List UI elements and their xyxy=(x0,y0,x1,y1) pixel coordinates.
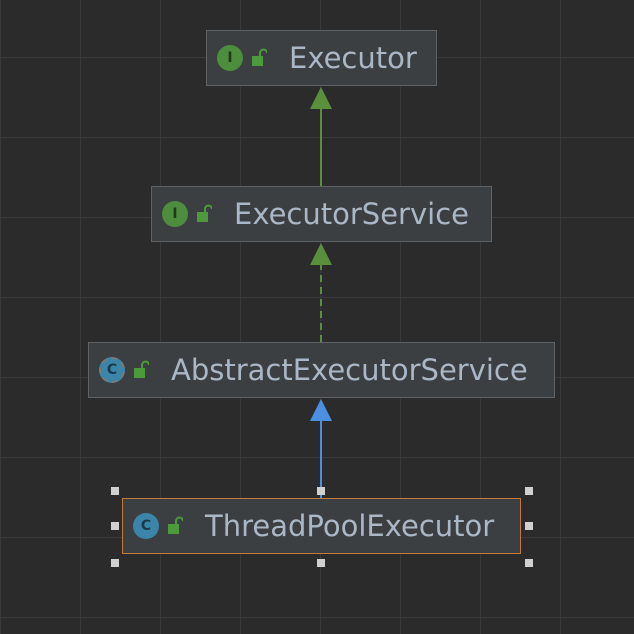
resize-handle-bottom-center[interactable] xyxy=(317,559,325,567)
class-icon: C xyxy=(133,513,159,539)
resize-handle-bottom-right[interactable] xyxy=(525,559,533,567)
node-label: ThreadPoolExecutor xyxy=(205,509,495,543)
arrowhead-abstractexecutorservice xyxy=(310,399,332,421)
node-label: Executor xyxy=(289,41,417,75)
node-executor[interactable]: I Executor xyxy=(206,30,437,86)
interface-icon: I xyxy=(217,45,243,71)
arrowhead-executor xyxy=(310,87,332,109)
public-lock-icon xyxy=(252,48,267,66)
public-lock-icon xyxy=(197,204,212,222)
node-label: ExecutorService xyxy=(234,197,469,231)
resize-handle-bottom-left[interactable] xyxy=(111,559,119,567)
resize-handle-top-right[interactable] xyxy=(525,487,533,495)
node-thread-pool-executor[interactable]: C ThreadPoolExecutor xyxy=(122,498,521,554)
resize-handle-top-center[interactable] xyxy=(317,487,325,495)
resize-handle-middle-left[interactable] xyxy=(111,522,119,530)
public-lock-icon xyxy=(134,360,149,378)
node-label: AbstractExecutorService xyxy=(171,353,528,387)
node-abstract-executor-service[interactable]: C AbstractExecutorService xyxy=(88,342,555,398)
abstract-class-icon: C xyxy=(99,357,125,383)
resize-handle-middle-right[interactable] xyxy=(525,522,533,530)
interface-icon: I xyxy=(162,201,188,227)
resize-handle-top-left[interactable] xyxy=(111,487,119,495)
public-lock-icon xyxy=(168,516,183,534)
arrowhead-executorservice xyxy=(310,243,332,265)
node-executor-service[interactable]: I ExecutorService xyxy=(151,186,492,242)
